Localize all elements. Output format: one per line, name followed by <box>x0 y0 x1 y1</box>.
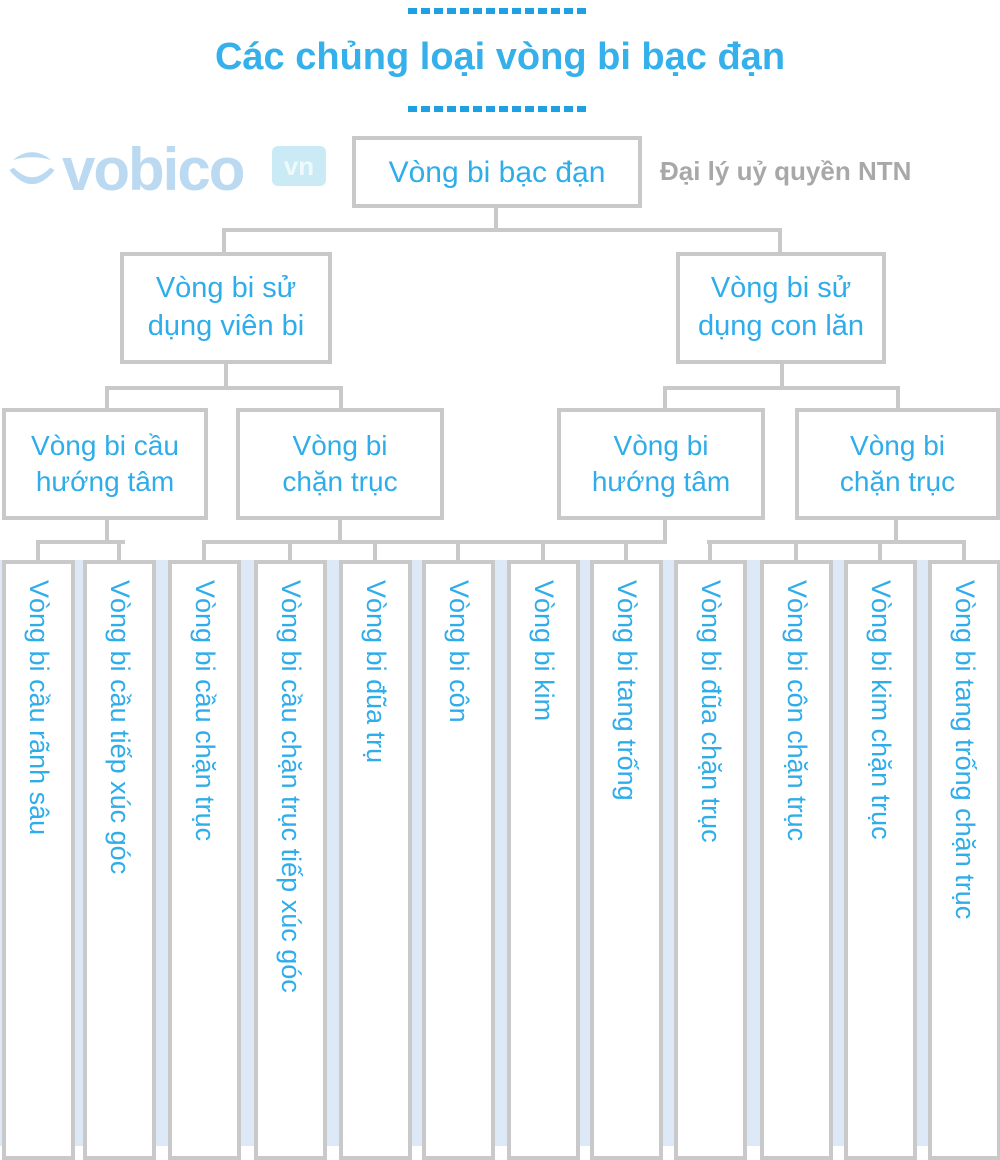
node-ball-bearings: Vòng bi sử dụng viên bi <box>120 252 332 364</box>
connector <box>202 540 206 562</box>
connector <box>373 540 377 562</box>
leaf-node: Vòng bi tang trống <box>590 560 663 1160</box>
leaf-node: Vòng bi đũa chặn trục <box>674 560 747 1160</box>
leaf-label: Vòng bi tang trống <box>612 580 642 801</box>
leaf-label: Vòng bi kim chặn trục <box>866 580 896 840</box>
leaf-label: Vòng bi côn chặn trục <box>782 580 812 842</box>
leaf-node: Vòng bi tang trống chặn trục <box>928 560 1000 1160</box>
connector <box>117 540 121 562</box>
leaf-node: Vòng bi côn chặn trục <box>760 560 833 1160</box>
connector <box>339 386 343 410</box>
connector <box>36 540 40 562</box>
connector <box>105 516 109 544</box>
node-ball-thrust: Vòng bi chặn trục <box>236 408 444 520</box>
leaf-node: Vòng bi cầu rãnh sâu <box>2 560 75 1160</box>
watermark-brand: vobico <box>62 136 245 203</box>
node-label: Vòng bi sử dụng viên bi <box>147 272 305 342</box>
node-roller-bearings: Vòng bi sử dụng con lăn <box>676 252 886 364</box>
connector <box>222 228 782 232</box>
connector <box>878 540 882 562</box>
connector <box>288 540 292 562</box>
node-ball-radial: Vòng bi cầu hướng tâm <box>2 408 208 520</box>
watermark-suffix: vn <box>272 146 326 186</box>
connector <box>37 540 125 544</box>
connector <box>896 386 900 410</box>
node-label: Vòng bi bạc đạn <box>388 155 606 189</box>
node-root: Vòng bi bạc đạn <box>352 136 642 208</box>
leaf-label: Vòng bi côn <box>444 580 474 723</box>
connector <box>663 516 667 544</box>
leaf-label: Vòng bi cầu tiếp xúc góc <box>105 580 135 875</box>
connector <box>338 516 342 544</box>
leaf-label: Vòng bi tang trống chặn trục <box>950 580 980 920</box>
leaf-gap-band <box>0 560 1000 1146</box>
connector <box>224 360 228 390</box>
vobico-logo-icon <box>9 152 55 185</box>
leaf-label: Vòng bi cầu rãnh sâu <box>24 580 54 836</box>
connector <box>624 540 628 562</box>
leaf-label: Vòng bi cầu chặn trục <box>190 580 220 842</box>
connector <box>780 360 784 390</box>
connector <box>663 386 667 410</box>
connector <box>707 540 966 544</box>
leaf-node: Vòng bi cầu chặn trục tiếp xúc góc <box>254 560 327 1160</box>
leaf-label: Vòng bi kim <box>529 580 559 722</box>
node-label: Vòng bi chặn trục <box>282 429 398 497</box>
leaf-node: Vòng bi cầu tiếp xúc góc <box>83 560 156 1160</box>
leaf-node: Vòng bi kim <box>507 560 580 1160</box>
node-label: Vòng bi hướng tâm <box>591 429 731 497</box>
node-roller-thrust: Vòng bi chặn trục <box>795 408 1000 520</box>
connector <box>494 206 498 232</box>
page-title: Các chủng loại vòng bi bạc đạn <box>214 36 786 78</box>
connector <box>222 228 226 254</box>
connector <box>456 540 460 562</box>
connector <box>202 540 667 544</box>
node-label: Vòng bi cầu hướng tâm <box>31 429 179 497</box>
node-roller-radial: Vòng bi hướng tâm <box>557 408 765 520</box>
leaf-node: Vòng bi côn <box>422 560 495 1160</box>
leaf-label: Vòng bi đũa trụ <box>361 580 391 764</box>
connector <box>105 386 109 410</box>
connector <box>708 540 712 562</box>
leaf-label: Vòng bi cầu chặn trục tiếp xúc góc <box>276 580 306 993</box>
title-dots-bottom <box>408 106 590 112</box>
connector <box>962 540 966 562</box>
connector <box>105 386 343 390</box>
connector <box>663 386 900 390</box>
connector <box>541 540 545 562</box>
watermark-tagline: Đại lý uỷ quyền NTN <box>660 156 912 186</box>
connector <box>894 516 898 544</box>
title-dots-top <box>408 8 590 14</box>
connector <box>778 228 782 254</box>
leaf-node: Vòng bi cầu chặn trục <box>168 560 241 1160</box>
leaf-node: Vòng bi đũa trụ <box>339 560 412 1160</box>
node-label: Vòng bi sử dụng con lăn <box>697 272 865 342</box>
node-label: Vòng bi chặn trục <box>839 429 956 497</box>
connector <box>794 540 798 562</box>
leaf-node: Vòng bi kim chặn trục <box>844 560 917 1160</box>
leaf-label: Vòng bi đũa chặn trục <box>696 580 726 843</box>
